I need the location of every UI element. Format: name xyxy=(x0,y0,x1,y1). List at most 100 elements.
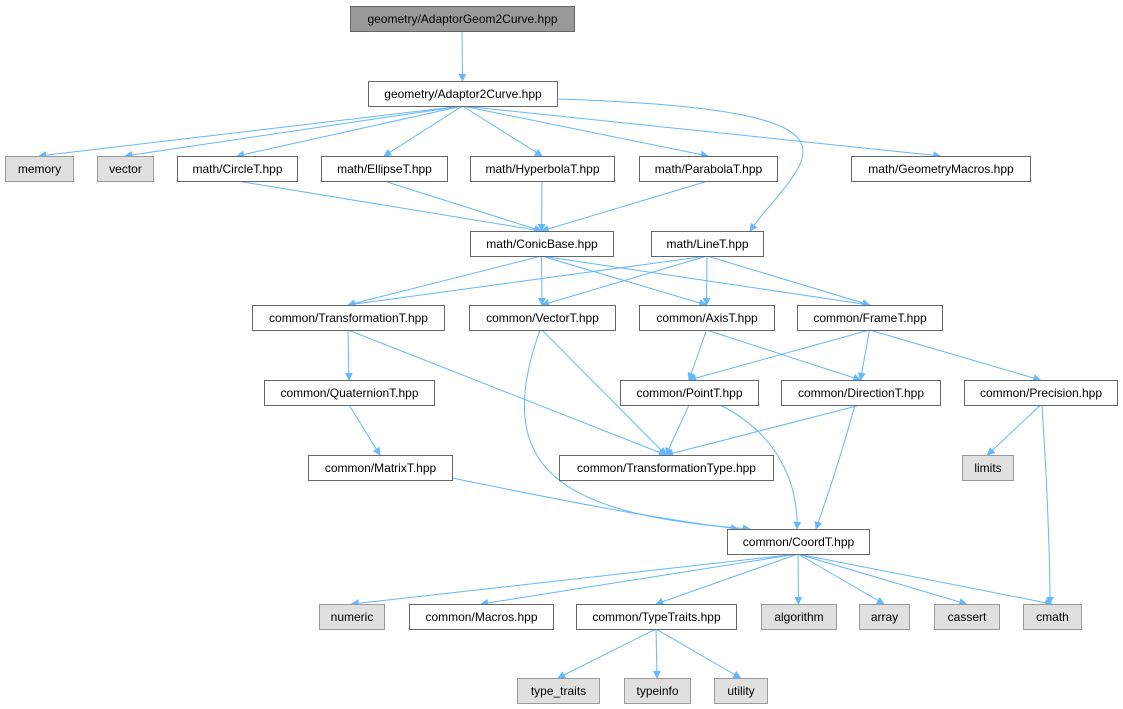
node-label-quaternion: common/QuaternionT.hpp xyxy=(280,386,418,400)
edge-frame-to-direction xyxy=(857,329,870,381)
node-conicbase[interactable]: math/ConicBase.hpp xyxy=(470,231,614,257)
edge-point-to-coord xyxy=(719,404,802,530)
node-label-hyperbola: math/HyperbolaT.hpp xyxy=(485,162,599,176)
edge-adaptor2curve-to-circle xyxy=(236,105,463,159)
edge-conicbase-to-transformation xyxy=(347,255,542,308)
edge-coord-to-algorithm xyxy=(794,553,803,605)
node-root[interactable]: geometry/AdaptorGeom2Curve.hpp xyxy=(350,6,575,32)
edge-adaptor2curve-to-parabola xyxy=(462,105,709,159)
node-frame[interactable]: common/FrameT.hpp xyxy=(797,305,943,331)
node-precision[interactable]: common/Precision.hpp xyxy=(964,380,1118,406)
node-axis[interactable]: common/AxisT.hpp xyxy=(639,305,775,331)
node-box-line xyxy=(651,231,764,257)
edge-axis-to-point xyxy=(687,329,707,381)
edge-line-to-transformation xyxy=(347,255,708,308)
node-box-parabola xyxy=(639,156,778,182)
node-box-macros xyxy=(409,604,554,630)
edge-typetraits-to-utility xyxy=(655,628,742,679)
node-label-matrix: common/MatrixT.hpp xyxy=(325,461,437,475)
node-box-conicbase xyxy=(470,231,614,257)
node-box-circle xyxy=(177,156,298,182)
node-cassert: cassert xyxy=(934,604,1000,630)
node-box-quaternion xyxy=(264,380,435,406)
node-label-type_traits: type_traits xyxy=(531,684,586,698)
node-box-adaptor2curve xyxy=(368,81,558,107)
node-direction[interactable]: common/DirectionT.hpp xyxy=(781,380,941,406)
edge-parabola-to-conicbase xyxy=(540,180,709,233)
node-label-transformation: common/TransformationT.hpp xyxy=(269,311,428,325)
edge-layer xyxy=(38,30,1054,679)
edge-vectort-to-transtype xyxy=(541,329,667,456)
node-numeric: numeric xyxy=(319,604,385,630)
node-label-point: common/PointT.hpp xyxy=(636,386,742,400)
edge-matrix-to-coord xyxy=(451,477,739,533)
node-box-memory xyxy=(5,156,74,182)
node-label-line: math/LineT.hpp xyxy=(666,237,748,251)
node-utility: utility xyxy=(714,678,768,704)
node-label-array: array xyxy=(871,610,898,624)
node-box-matrix xyxy=(308,455,453,481)
edge-quaternion-to-matrix xyxy=(348,404,381,456)
edge-adaptor2curve-to-geommacros xyxy=(462,105,942,160)
node-point[interactable]: common/PointT.hpp xyxy=(620,380,759,406)
node-vectort[interactable]: common/VectorT.hpp xyxy=(469,305,616,331)
node-box-coord xyxy=(727,529,870,555)
edge-adaptor2curve-to-ellipse xyxy=(383,105,463,157)
node-transformation[interactable]: common/TransformationT.hpp xyxy=(252,305,445,331)
node-type_traits: type_traits xyxy=(517,678,600,704)
node-box-frame xyxy=(797,305,943,331)
node-line[interactable]: math/LineT.hpp xyxy=(651,231,764,257)
node-label-frame: common/FrameT.hpp xyxy=(813,311,927,325)
node-memory: memory xyxy=(5,156,74,182)
node-array: array xyxy=(859,604,910,630)
node-quaternion[interactable]: common/QuaternionT.hpp xyxy=(264,380,435,406)
node-circle[interactable]: math/CircleT.hpp xyxy=(177,156,298,182)
node-box-ellipse xyxy=(321,156,448,182)
node-box-point xyxy=(620,380,759,406)
node-label-utility: utility xyxy=(727,684,754,698)
node-geommacros[interactable]: math/GeometryMacros.hpp xyxy=(851,156,1031,182)
node-label-transtype: common/TransformationType.hpp xyxy=(577,461,756,475)
edge-coord-to-array xyxy=(797,553,885,605)
node-label-root: geometry/AdaptorGeom2Curve.hpp xyxy=(367,12,557,26)
edge-line-to-axis xyxy=(702,255,711,306)
node-algorithm: algorithm xyxy=(761,604,837,630)
node-label-adaptor2curve: geometry/Adaptor2Curve.hpp xyxy=(384,87,542,101)
edge-adaptor2curve-to-memory xyxy=(38,105,463,160)
node-ellipse[interactable]: math/EllipseT.hpp xyxy=(321,156,448,182)
edge-conicbase-to-frame xyxy=(541,255,871,308)
node-label-typetraits: common/TypeTraits.hpp xyxy=(592,610,721,624)
node-box-axis xyxy=(639,305,775,331)
node-cmath: cmath xyxy=(1023,604,1082,630)
node-adaptor2curve[interactable]: geometry/Adaptor2Curve.hpp xyxy=(368,81,558,107)
node-box-typetraits xyxy=(576,604,737,630)
edge-point-to-transtype xyxy=(665,404,690,456)
node-label-coord: common/CoordT.hpp xyxy=(743,535,855,549)
node-label-conicbase: math/ConicBase.hpp xyxy=(486,237,598,251)
node-box-type_traits xyxy=(517,678,600,704)
node-matrix[interactable]: common/MatrixT.hpp xyxy=(308,455,453,481)
node-limits: limits xyxy=(962,455,1014,481)
node-label-ellipse: math/EllipseT.hpp xyxy=(337,162,432,176)
edge-direction-to-transtype xyxy=(665,404,861,458)
edge-hyperbola-to-conicbase xyxy=(537,180,546,232)
edge-line-to-vectort xyxy=(541,255,708,307)
node-label-memory: memory xyxy=(18,162,61,176)
edge-typetraits-to-type_traits xyxy=(557,628,657,679)
node-box-transtype xyxy=(559,455,774,481)
node-typetraits[interactable]: common/TypeTraits.hpp xyxy=(576,604,737,630)
edge-coord-to-numeric xyxy=(350,553,799,608)
node-label-vectort: common/VectorT.hpp xyxy=(486,311,599,325)
edge-transformation-to-transtype xyxy=(347,329,667,457)
node-box-limits xyxy=(962,455,1014,481)
node-parabola[interactable]: math/ParabolaT.hpp xyxy=(639,156,778,182)
node-coord[interactable]: common/CoordT.hpp xyxy=(727,529,870,555)
node-hyperbola[interactable]: math/HyperbolaT.hpp xyxy=(470,156,615,182)
node-transtype[interactable]: common/TransformationType.hpp xyxy=(559,455,774,481)
node-box-vector xyxy=(97,156,154,182)
node-box-vectort xyxy=(469,305,616,331)
node-box-precision xyxy=(964,380,1118,406)
node-macros[interactable]: common/Macros.hpp xyxy=(409,604,554,630)
node-box-transformation xyxy=(252,305,445,331)
